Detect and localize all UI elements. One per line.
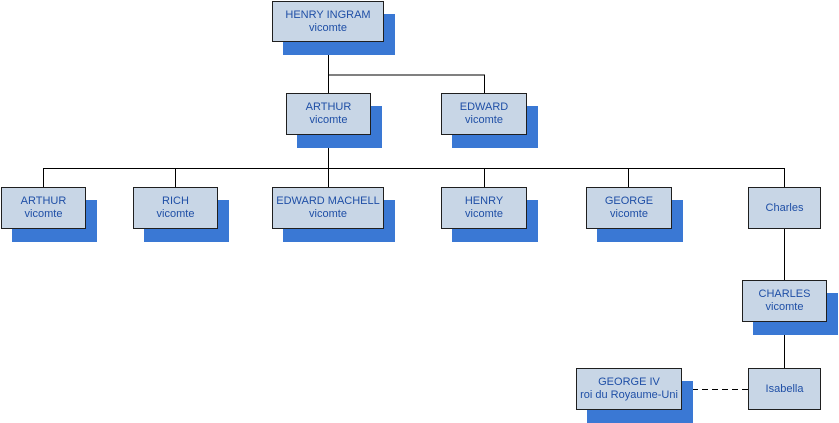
node-henry: HENRY vicomte [441,187,538,242]
node-henry-ingram: HENRY INGRAM vicomte [272,1,395,55]
node-title: roi du Royaume-Uni [580,389,678,401]
node-george-iv: GEORGE IV roi du Royaume-Uni [576,368,693,423]
node-edward-machell: EDWARD MACHELL vicomte [272,187,395,242]
node-name: EDWARD MACHELL [276,195,380,207]
node-name: HENRY [464,195,504,207]
node-name: GEORGE IV [598,376,660,388]
node-name: EDWARD [459,101,509,113]
node-title: vicomte [765,301,804,313]
node-name: CHARLES [758,288,811,300]
node-title: vicomte [309,208,347,220]
node-title: vicomte [465,208,503,220]
node-title: vicomte [610,208,648,220]
node-name: Charles [765,201,804,214]
node-isabella: Isabella [748,368,821,410]
node-name: HENRY INGRAM [285,8,371,21]
node-title: vicomte [309,21,347,34]
node-title: vicomte [309,114,348,126]
node-name: RICH [162,195,189,207]
node-title: vicomte [156,208,195,220]
node-charles-2: CHARLES vicomte [742,280,838,335]
node-title: vicomte [465,114,503,126]
node-charles-1: Charles [748,187,821,229]
node-arthur-1: ARTHUR vicomte [286,93,382,148]
node-edward-1: EDWARD vicomte [441,93,538,148]
node-title: vicomte [24,208,63,220]
node-arthur-2: ARTHUR vicomte [1,187,97,242]
node-name: GEORGE [604,195,654,207]
connector-henry-ingram-edward [328,74,485,93]
node-george: GEORGE vicomte [586,187,683,242]
node-name: ARTHUR [20,195,67,207]
node-name: Isabella [765,382,804,395]
node-rich: RICH vicomte [133,187,229,242]
node-name: ARTHUR [305,101,352,113]
